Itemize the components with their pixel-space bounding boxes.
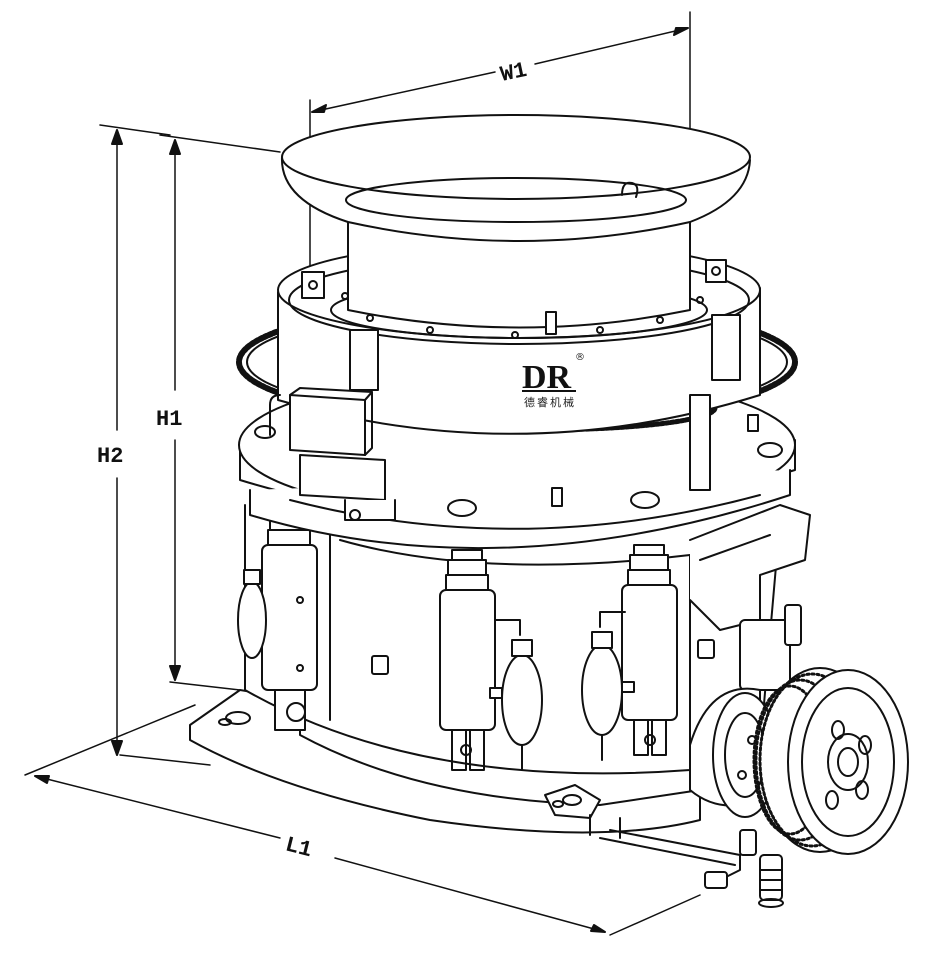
- hydraulic-cylinder-back: [739, 604, 802, 691]
- logo-subtitle: 德睿机械: [524, 395, 576, 409]
- accumulator-left: [237, 569, 267, 659]
- dimension-l1: [24, 704, 701, 936]
- feed-hopper: [280, 114, 751, 335]
- oil-pipes: [589, 814, 784, 908]
- dimension-h2: [99, 124, 211, 766]
- v-belt-pulley: [752, 667, 909, 855]
- accumulator-center: [489, 619, 543, 771]
- brackets: [301, 259, 741, 491]
- accumulator-right: [581, 611, 635, 761]
- label-l1: L1: [283, 833, 315, 864]
- nameplate-right: [697, 639, 715, 659]
- hydraulic-cylinder-right: [621, 544, 678, 756]
- label-h2: H2: [97, 444, 123, 469]
- logo-mark: DR: [522, 359, 572, 396]
- label-h1: H1: [156, 407, 182, 432]
- dimension-h1: [159, 134, 281, 691]
- clamp-block: [269, 387, 396, 521]
- hydraulic-cylinder-center: [439, 549, 496, 771]
- label-w1: W1: [498, 58, 529, 88]
- logo-registered: ®: [575, 352, 585, 363]
- base-frame: [189, 689, 701, 834]
- nameplate-left: [371, 655, 389, 675]
- company-logo: DR ® 德睿机械: [522, 352, 585, 409]
